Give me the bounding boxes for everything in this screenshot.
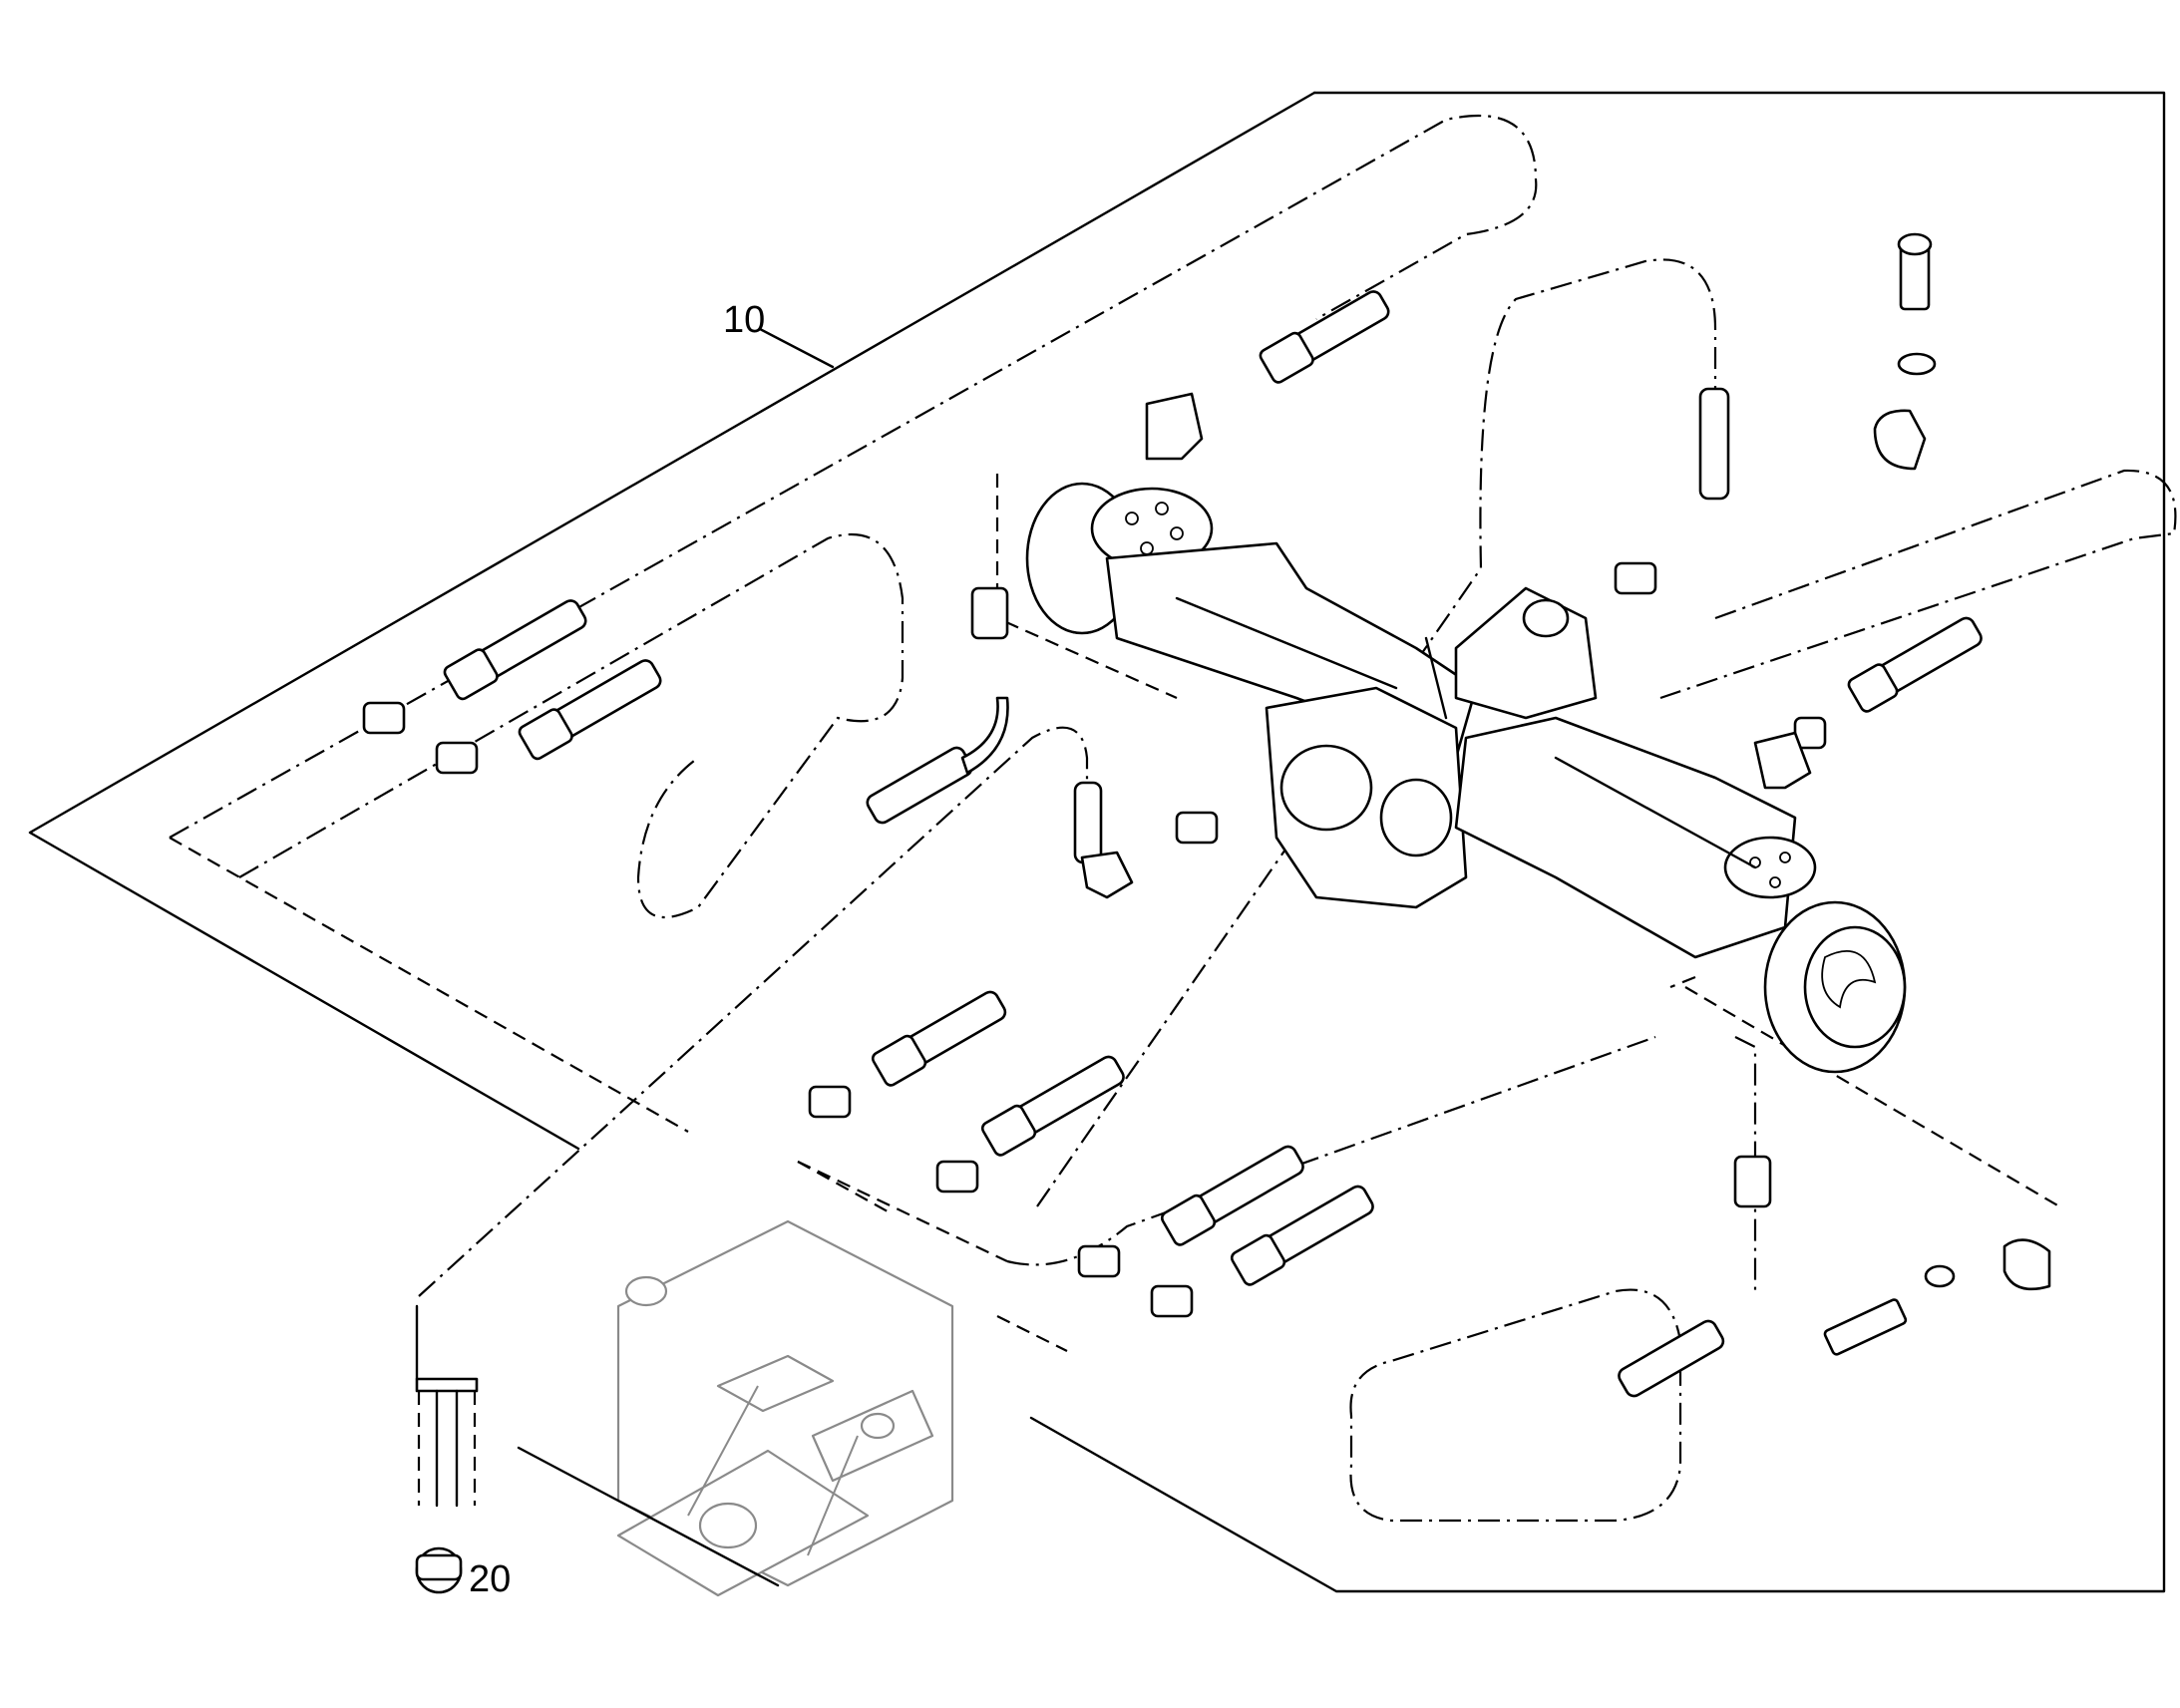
- fitting-1: [362, 701, 406, 735]
- hose-middle-1: [871, 990, 1007, 1087]
- hose-vertical-top-right: [1698, 387, 1730, 501]
- hose-top: [1259, 290, 1390, 384]
- callout-20-label: 20: [469, 1558, 511, 1600]
- hose-lower-2: [1230, 1185, 1374, 1286]
- fitting-3: [970, 586, 1009, 640]
- pressure-sensor-20: 20: [415, 1546, 511, 1600]
- hose-upper-left-2: [518, 659, 662, 761]
- fitting-2: [435, 741, 479, 775]
- fitting-7: [935, 1160, 979, 1194]
- hose-assemblies: [443, 290, 1983, 1398]
- axle-housing-right: [1454, 716, 1797, 959]
- hose-vertical-center: [1073, 781, 1103, 864]
- fitting-10: [1733, 1155, 1772, 1208]
- connector-block: [415, 1304, 780, 1587]
- location-reference: [616, 1219, 954, 1597]
- elbow-fitting-top: [1145, 392, 1204, 461]
- callout-10: 10: [723, 299, 835, 369]
- right-wheel-hub: [1723, 836, 1907, 1074]
- assembly-boundary: [28, 91, 2166, 1593]
- clamp-hardware-bottom: [1823, 1238, 2051, 1356]
- elbow-fitting-left-lower: [1080, 851, 1134, 899]
- hose-center-left: [866, 746, 973, 825]
- fitting-9: [1150, 1284, 1194, 1318]
- hose-middle-2: [980, 1055, 1125, 1157]
- hose-upper-left-1: [443, 599, 587, 701]
- fittings: [362, 392, 1827, 1318]
- hose-lower-1: [1160, 1145, 1304, 1246]
- hose-right: [1847, 616, 1983, 713]
- axle-housing-center: [1454, 586, 1598, 720]
- routing-lines: [169, 114, 2177, 1523]
- clamp-hardware-top: [1873, 232, 1937, 471]
- fitting-8: [1077, 1244, 1121, 1278]
- fitting-5: [1175, 811, 1219, 845]
- axle-assembly: [1025, 482, 1907, 1074]
- fitting-6: [808, 1085, 852, 1119]
- callout-10-label: 10: [723, 299, 765, 341]
- elbow-fitting-right: [1753, 731, 1812, 790]
- hose-bottom-right: [1618, 1319, 1725, 1398]
- fitting-4: [1614, 561, 1657, 595]
